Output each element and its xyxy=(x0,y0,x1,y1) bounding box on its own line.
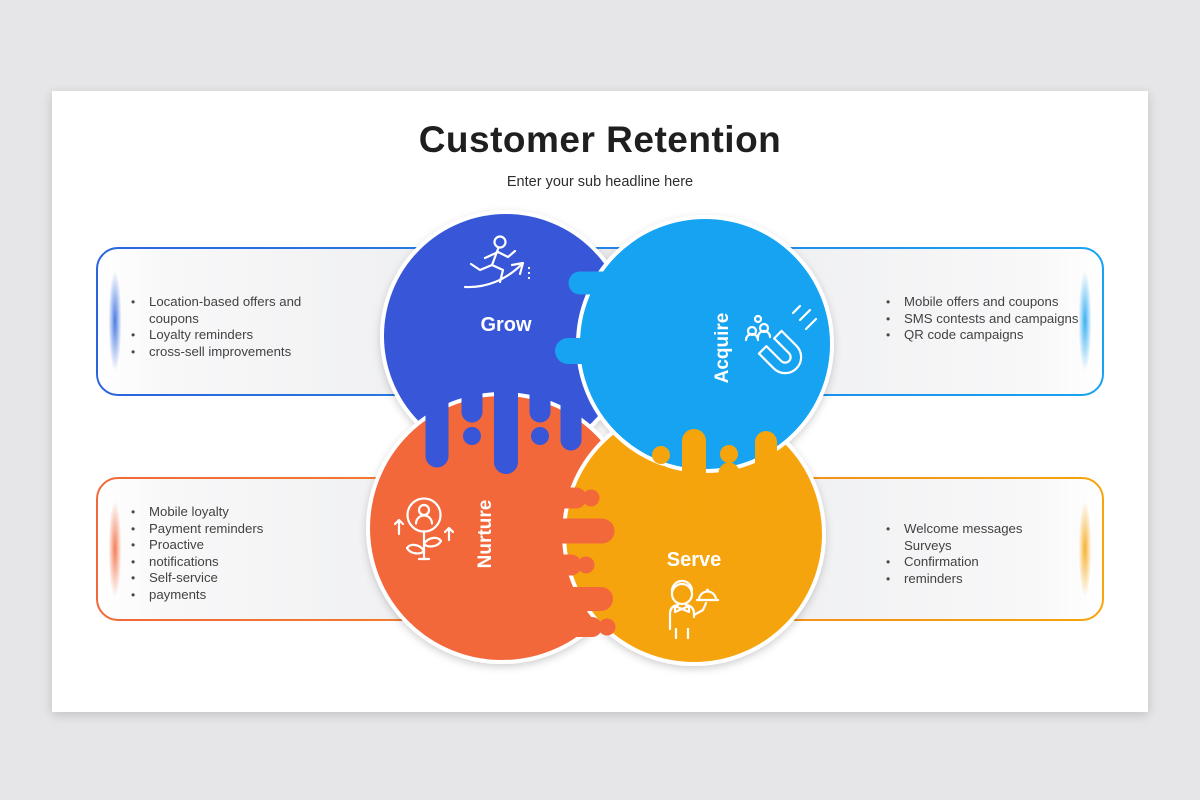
bullet-dot: • xyxy=(131,505,136,519)
bullet-text: Mobile loyalty xyxy=(149,504,229,519)
bullet-item: • payments xyxy=(131,587,323,604)
circle-label-grow: Grow xyxy=(480,314,532,336)
circle-label-serve: Serve xyxy=(667,549,722,571)
bullet-item: • SMS contests and campaigns xyxy=(886,311,1084,328)
bullet-dot: • xyxy=(131,521,136,536)
bullet-text: Payment reminders xyxy=(149,520,264,536)
bullet-text: reminders xyxy=(904,570,963,586)
circle-label-nurture: Nurture xyxy=(475,500,496,569)
bullet-dot: • xyxy=(131,328,136,342)
bullet-dot: • xyxy=(886,295,891,309)
accent-glow-top-left xyxy=(108,271,122,371)
bullet-dot: • xyxy=(886,522,891,536)
bullet-text: Confirmation xyxy=(904,554,979,569)
connector-drips-serve xyxy=(650,429,777,524)
bullet-list-bottom-left: • Mobile loyalty • Payment reminders • Proact… xyxy=(131,504,323,603)
circle-label-acquire: Acquire xyxy=(712,313,733,384)
page-subtitle: Enter your sub headline here xyxy=(506,174,694,190)
bullet-item: • QR code campaigns xyxy=(886,327,1084,344)
bullet-item: • Confirmation xyxy=(886,554,1084,571)
bullet-dot: • xyxy=(131,295,136,309)
bullet-text: Mobile offers and coupons xyxy=(904,294,1059,309)
bullet-dot: • xyxy=(131,587,136,602)
bullet-item: • reminders xyxy=(886,571,1084,588)
bullet-text: notifications xyxy=(149,553,219,569)
bullet-item: Surveys xyxy=(886,538,1084,555)
connector-drips-nurture xyxy=(523,487,616,637)
bullet-text: Location-based offers and coupons xyxy=(149,294,302,326)
bullet-item: • cross-sell improvements xyxy=(131,344,323,361)
bullet-text: QR code campaigns xyxy=(904,327,1024,342)
bullet-text: cross-sell improvements xyxy=(149,343,292,359)
bullet-item: • Proactive xyxy=(131,537,323,554)
bullet-item: • Mobile offers and coupons xyxy=(886,294,1084,311)
bullet-item: • Self-service xyxy=(131,570,323,587)
bullet-dot: • xyxy=(886,571,891,586)
accent-glow-top-right xyxy=(1078,271,1092,371)
bullet-list-top-left: • Location-based offers and coupons • Loyal… xyxy=(131,294,323,360)
person-plant-icon xyxy=(393,497,455,561)
runner-growth-arrow-icon xyxy=(463,235,531,289)
bullet-dot: • xyxy=(131,554,136,569)
bullet-text: Proactive xyxy=(149,537,204,552)
bullet-text: Self-service xyxy=(149,570,218,585)
bullet-dot: • xyxy=(886,328,891,342)
bullet-dot xyxy=(886,538,904,555)
magnet-attract-icon xyxy=(744,304,818,375)
waiter-tray-icon xyxy=(668,579,720,640)
accent-glow-bottom-left xyxy=(108,501,122,597)
bullet-list-top-right: • Mobile offers and coupons • SMS contests … xyxy=(886,294,1084,344)
accent-glow-bottom-right xyxy=(1078,501,1092,597)
bullet-dot: • xyxy=(886,311,891,326)
bullet-item: • Loyalty reminders xyxy=(131,327,323,344)
bullet-item: • Mobile loyalty xyxy=(131,504,323,521)
bullet-item: • Welcome messages xyxy=(886,521,1084,538)
bullet-text: Surveys xyxy=(904,537,952,553)
bullet-text: Loyalty reminders xyxy=(149,327,254,342)
bullet-dot: • xyxy=(886,555,891,569)
bullet-text: payments xyxy=(149,586,207,602)
connector-drips-acquire xyxy=(555,271,689,396)
bullet-item: • notifications xyxy=(131,554,323,571)
bullet-dot: • xyxy=(131,571,136,585)
page-title: Customer Retention xyxy=(418,119,782,160)
bullet-item: • Payment reminders xyxy=(131,521,323,538)
bullet-dot: • xyxy=(131,538,136,552)
bullet-text: Welcome messages xyxy=(904,521,1023,536)
bullet-item: • Location-based offers and coupons xyxy=(131,294,323,327)
bullet-text: SMS contests and campaigns xyxy=(904,310,1079,326)
connector-drips-grow xyxy=(425,370,582,474)
bullet-dot: • xyxy=(131,344,136,359)
